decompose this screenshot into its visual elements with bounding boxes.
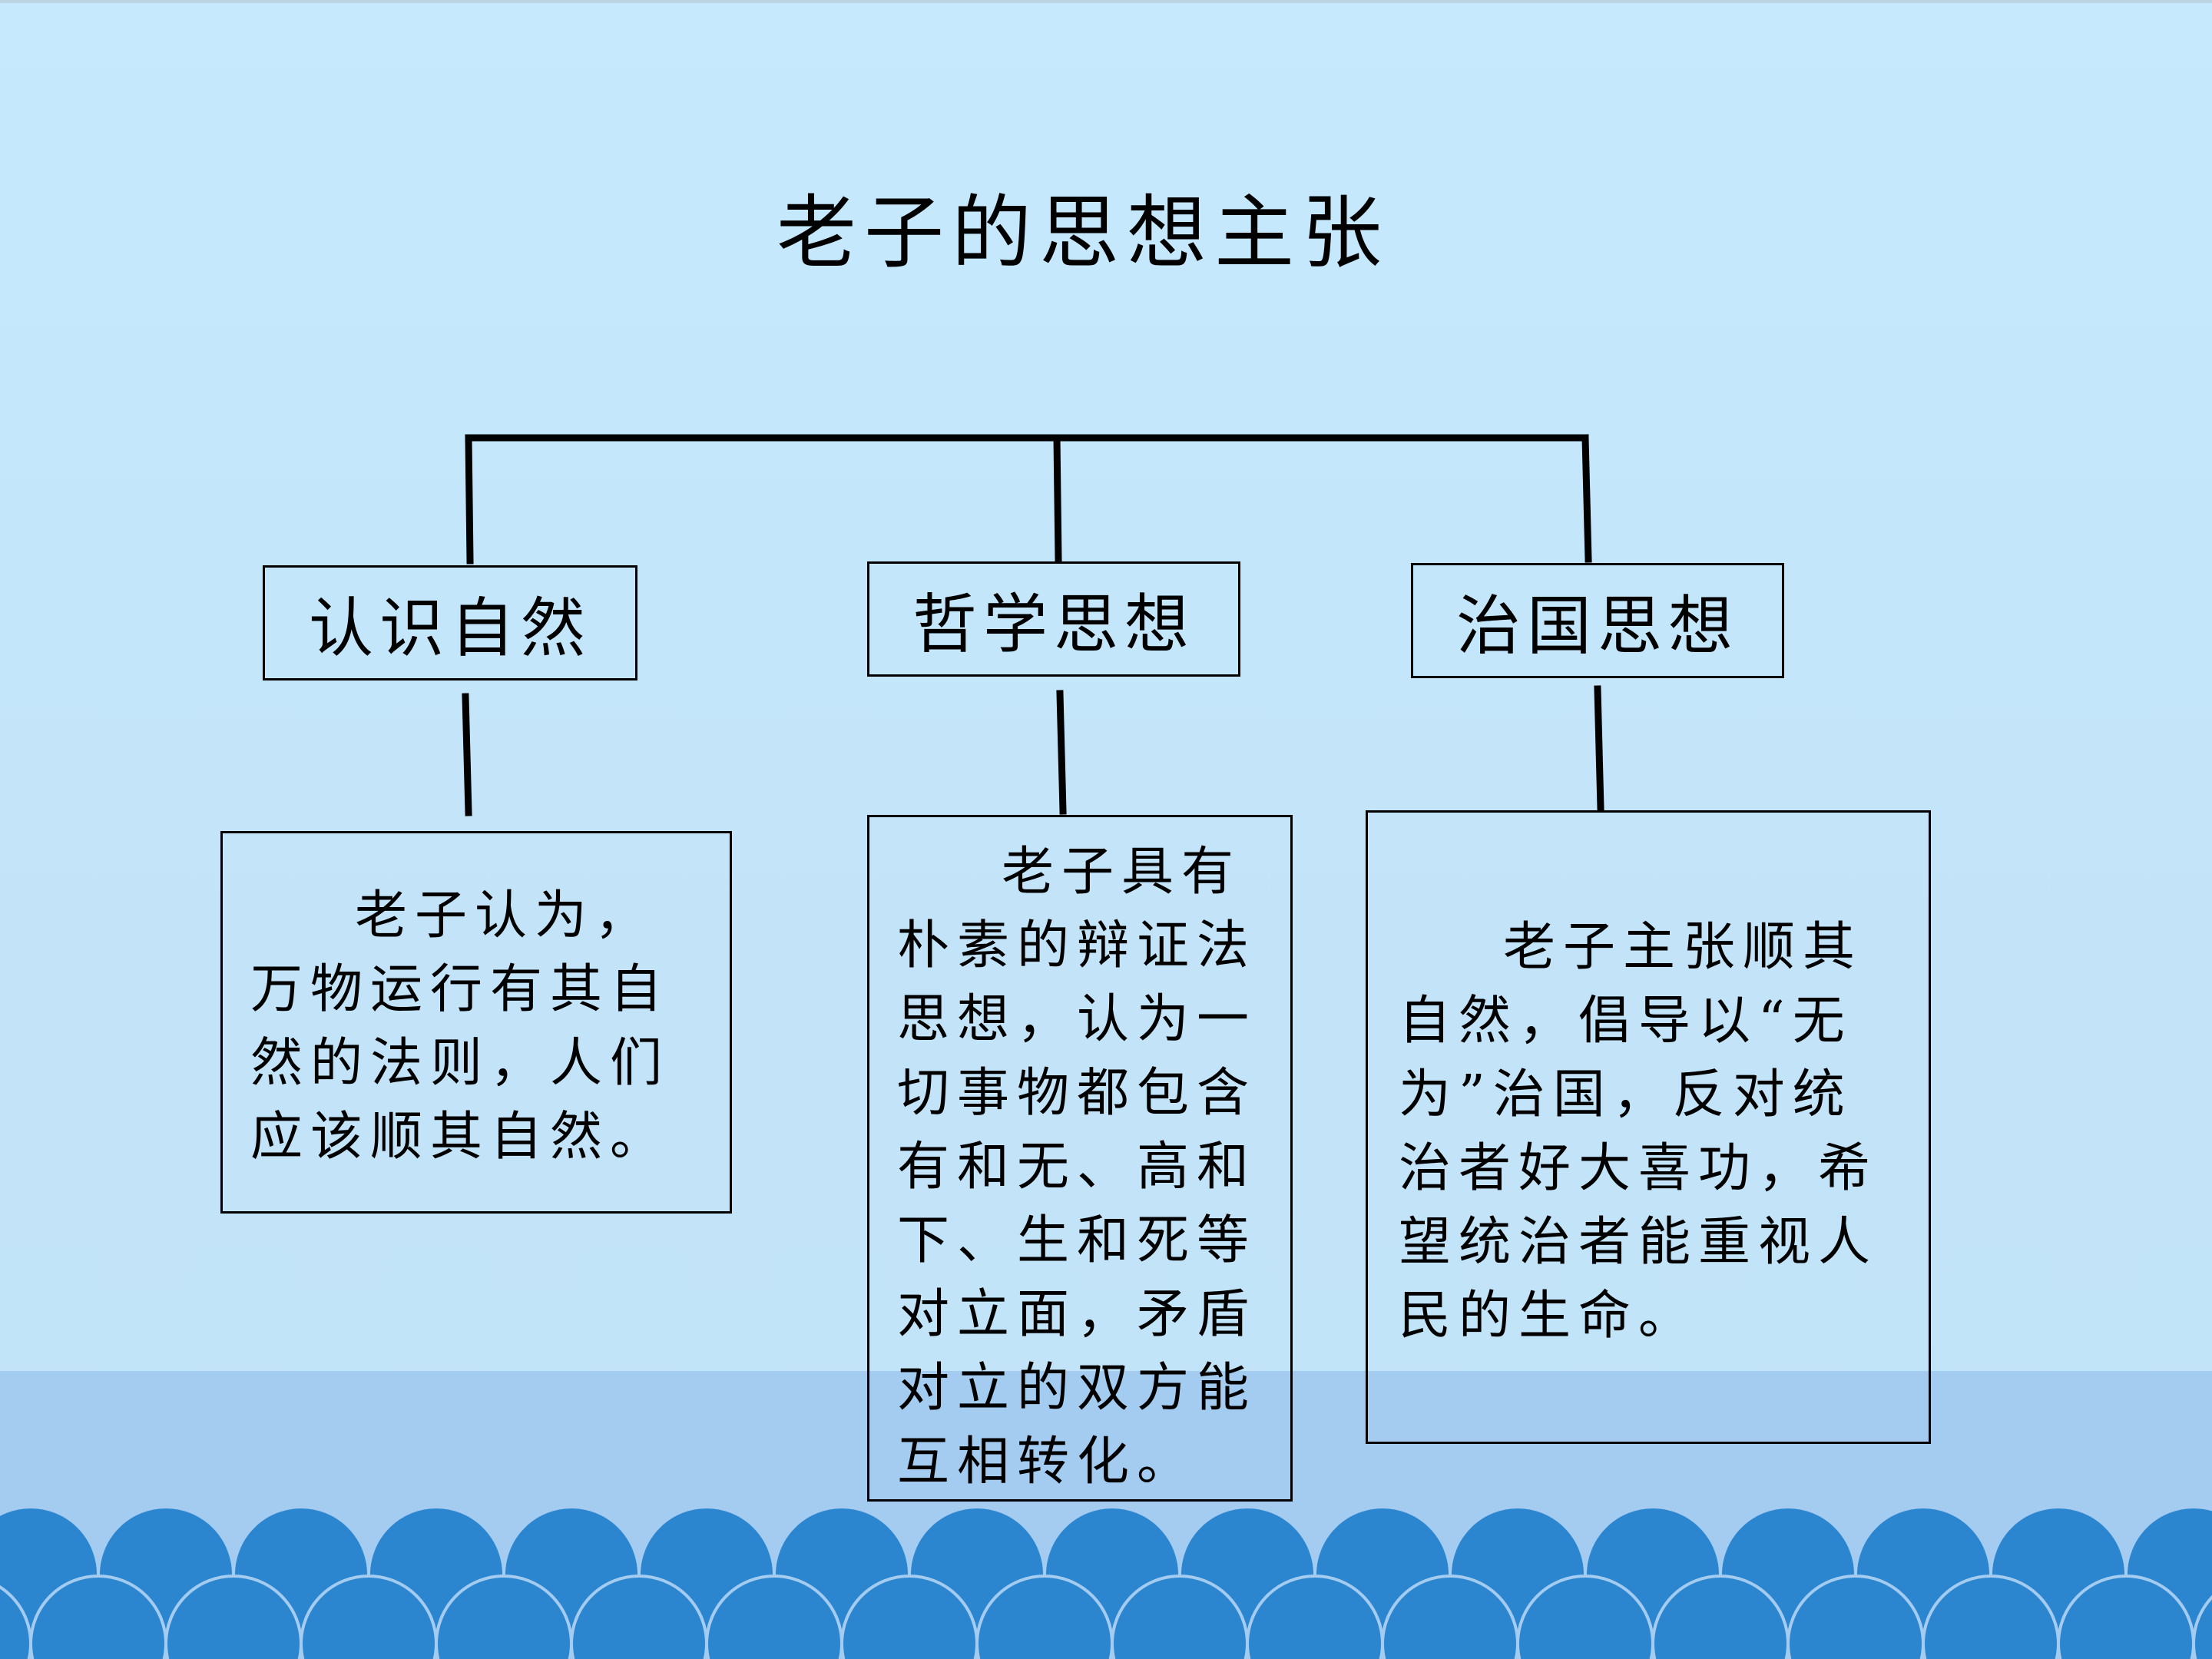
description-box-nature: 老子认为，万物运行有其自然的法则，人们应该顺其自然。 [220, 831, 732, 1214]
connector-lower-1 [462, 693, 472, 816]
connector-lower-3 [1594, 685, 1604, 812]
category-label: 认识自然 [308, 590, 591, 666]
top-border [0, 0, 2212, 3]
category-box-nature: 认识自然 [263, 565, 637, 680]
wave-circle [2192, 1594, 2212, 1659]
connector-lower-2 [1056, 690, 1067, 815]
category-label: 治国思想 [1455, 588, 1739, 664]
connector-down-2 [1053, 434, 1062, 563]
description-box-governance: 老子主张顺其自然，倡导以“无为”治国，反对统治者好大喜功，希望统治者能重视人民的… [1366, 810, 1931, 1444]
description-text: 老子认为，万物运行有其自然的法则，人们应该顺其自然。 [250, 886, 671, 1167]
connector-down-1 [465, 434, 474, 565]
description-box-philosophy: 老子具有朴素的辩证法思想，认为一切事物都包含有和无、高和下、生和死等对立面，矛盾… [867, 815, 1293, 1502]
category-box-philosophy: 哲学思想 [867, 561, 1240, 677]
category-box-governance: 治国思想 [1411, 563, 1784, 678]
category-label: 哲学思想 [912, 586, 1195, 662]
connector-down-3 [1581, 434, 1592, 563]
diagram-title: 老子的思想主张 [776, 186, 1389, 280]
description-text: 老子具有朴素的辩证法思想，认为一切事物都包含有和无、高和下、生和死等对立面，矛盾… [897, 842, 1257, 1492]
description-text: 老子主张顺其自然，倡导以“无为”治国，反对统治者好大喜功，希望统治者能重视人民的… [1399, 917, 1879, 1346]
wave-decoration [0, 1505, 2212, 1659]
